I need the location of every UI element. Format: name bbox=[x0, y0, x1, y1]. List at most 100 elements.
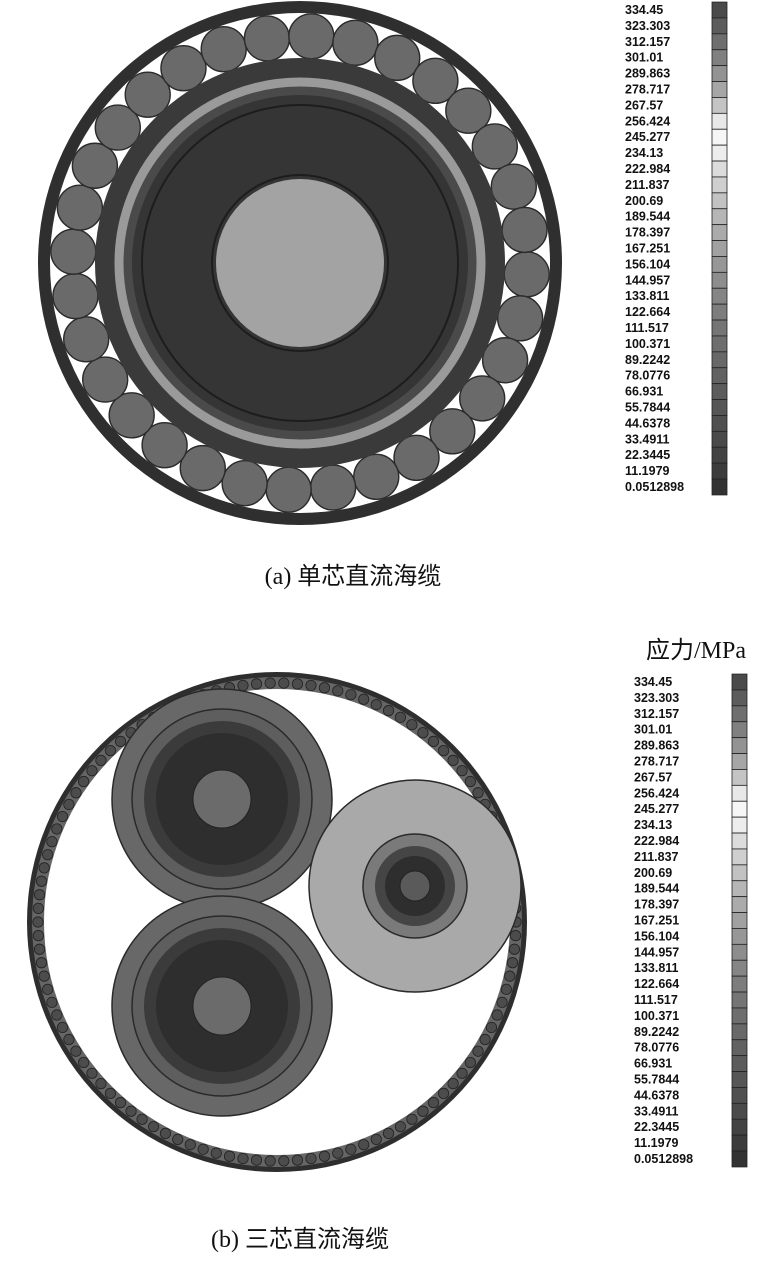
legend-swatch bbox=[711, 208, 728, 226]
armor-wire bbox=[33, 889, 46, 901]
armor-wire bbox=[288, 13, 335, 60]
legend-swatch bbox=[731, 1055, 748, 1072]
legend-swatch bbox=[731, 816, 748, 834]
legend-swatch bbox=[731, 832, 748, 850]
armor-wire bbox=[471, 123, 519, 170]
legend-tick-label: 323.303 bbox=[634, 691, 679, 705]
armor-wire bbox=[46, 836, 58, 848]
armor-wire bbox=[406, 719, 418, 731]
armor-wire bbox=[35, 875, 48, 887]
armor-wire bbox=[221, 459, 268, 507]
legend-swatch bbox=[731, 753, 748, 770]
armor-wire bbox=[394, 711, 407, 723]
armor-wire bbox=[265, 466, 312, 513]
legend-tick-label: 178.397 bbox=[634, 898, 679, 912]
legend-swatch bbox=[711, 192, 728, 210]
legend-swatch bbox=[711, 478, 728, 496]
core-right bbox=[308, 779, 522, 993]
legend-tick-label: 100.371 bbox=[625, 337, 670, 351]
legend-tick-label: 122.664 bbox=[625, 305, 670, 319]
armor-wire bbox=[243, 15, 291, 62]
armor-wire bbox=[504, 970, 516, 982]
legend-tick-label: 133.811 bbox=[625, 289, 670, 303]
legend-tick-label: 301.01 bbox=[634, 723, 672, 737]
armor-wire bbox=[78, 775, 90, 788]
armor-wire bbox=[33, 943, 46, 955]
armor-wire bbox=[291, 1154, 304, 1166]
legend-tick-label: 66.931 bbox=[625, 385, 663, 399]
legend-tick-label: 89.2242 bbox=[634, 1025, 679, 1039]
legend-swatch bbox=[711, 430, 728, 448]
legend-swatch bbox=[711, 65, 728, 82]
armor-wire bbox=[136, 1113, 148, 1125]
legend-tick-label: 200.69 bbox=[625, 194, 663, 208]
armor-wire bbox=[464, 1056, 476, 1069]
armor-wire bbox=[382, 1127, 395, 1139]
legend-tick-label: 22.3445 bbox=[634, 1120, 679, 1134]
armor-wire bbox=[278, 1155, 290, 1167]
legend-swatch bbox=[731, 689, 748, 707]
armor-wire bbox=[370, 1133, 382, 1146]
legend-swatch bbox=[731, 848, 748, 866]
legend-swatch bbox=[711, 33, 728, 51]
legend-swatch bbox=[711, 160, 728, 178]
armor-wire bbox=[35, 957, 48, 969]
legend-tick-label: 167.251 bbox=[634, 914, 679, 928]
legend-swatch bbox=[731, 1102, 748, 1120]
legend-tick-label: 33.4911 bbox=[625, 432, 670, 446]
armor-wire bbox=[56, 810, 69, 823]
armor-wire bbox=[32, 902, 44, 914]
legend-tick-label: 301.01 bbox=[625, 51, 663, 65]
core-bottom-left bbox=[111, 895, 333, 1117]
legend-swatch bbox=[711, 367, 728, 385]
legend-tick-label: 89.2242 bbox=[625, 353, 670, 367]
legend-b: 334.45323.303312.157301.01289.863278.717… bbox=[634, 673, 748, 1168]
armor-wire bbox=[491, 1009, 503, 1021]
armor-wire bbox=[197, 1143, 209, 1155]
legend-tick-label: 278.717 bbox=[625, 83, 670, 97]
armor-wire bbox=[108, 392, 155, 439]
armor-wire bbox=[427, 735, 440, 747]
armor-wire bbox=[393, 434, 440, 482]
armor-wire bbox=[51, 823, 63, 835]
legend-tick-label: 234.13 bbox=[634, 818, 672, 832]
core-conductor bbox=[192, 976, 252, 1036]
armor-wire bbox=[86, 1067, 98, 1079]
legend-tick-label: 133.811 bbox=[634, 961, 679, 975]
legend-swatch bbox=[711, 256, 728, 273]
legend-swatch bbox=[711, 97, 728, 114]
armor-wire bbox=[184, 1139, 196, 1151]
legend-swatch bbox=[711, 144, 728, 162]
legend-swatch bbox=[711, 128, 728, 146]
legend-tick-label: 200.69 bbox=[634, 866, 672, 880]
armor-wire bbox=[38, 970, 50, 982]
armor-wire bbox=[250, 678, 263, 690]
armor-wire bbox=[490, 163, 538, 210]
legend-tick-label: 11.1979 bbox=[625, 464, 670, 478]
armor-wire bbox=[210, 1147, 222, 1159]
legend-swatch bbox=[711, 287, 728, 305]
armor-wire bbox=[42, 849, 54, 861]
armor-wire bbox=[95, 754, 107, 766]
armor-wire bbox=[382, 705, 395, 717]
legend-swatch bbox=[731, 705, 748, 723]
armor-wire bbox=[70, 1045, 82, 1057]
legend-swatch bbox=[731, 975, 748, 993]
legend-swatch bbox=[711, 49, 728, 67]
armor-wire bbox=[94, 104, 141, 151]
legend-tick-label: 144.957 bbox=[634, 945, 679, 959]
legend-swatch bbox=[731, 959, 748, 977]
armor-wire bbox=[200, 25, 247, 73]
legend-swatch bbox=[731, 1087, 748, 1104]
legend-tick-label: 245.277 bbox=[634, 802, 679, 816]
legend-tick-label: 256.424 bbox=[625, 114, 670, 128]
armor-wire bbox=[179, 444, 226, 492]
caption-b: (b) 三芯直流海缆 bbox=[211, 1226, 389, 1253]
legend-swatch bbox=[731, 1023, 748, 1041]
legend-tick-label: 0.0512898 bbox=[634, 1152, 693, 1166]
legend-tick-label: 167.251 bbox=[625, 242, 670, 256]
legend-tick-label: 312.157 bbox=[625, 35, 670, 49]
core-conductor bbox=[192, 769, 252, 829]
armor-wire bbox=[104, 745, 117, 757]
